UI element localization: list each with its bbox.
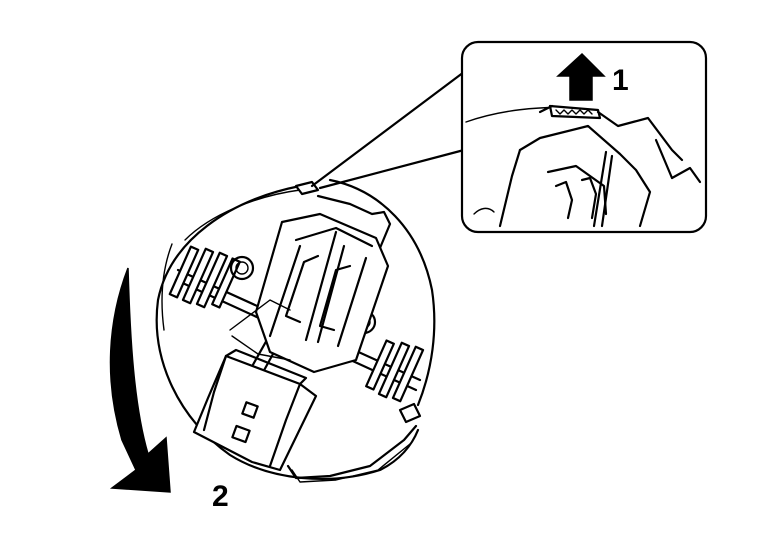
latch-detail (538, 104, 684, 162)
curved-arrow-icon (109, 267, 171, 493)
left-fins (168, 245, 241, 309)
detail-box (460, 40, 708, 234)
callout-2: 2 (212, 480, 229, 513)
plug-housing (192, 348, 318, 472)
callout-1: 1 (612, 64, 629, 97)
right-fins (365, 339, 425, 403)
callout-leader (310, 70, 466, 190)
terminal-block (229, 212, 390, 374)
arrow-up-icon (556, 52, 606, 101)
screw-hole-left (229, 255, 255, 281)
